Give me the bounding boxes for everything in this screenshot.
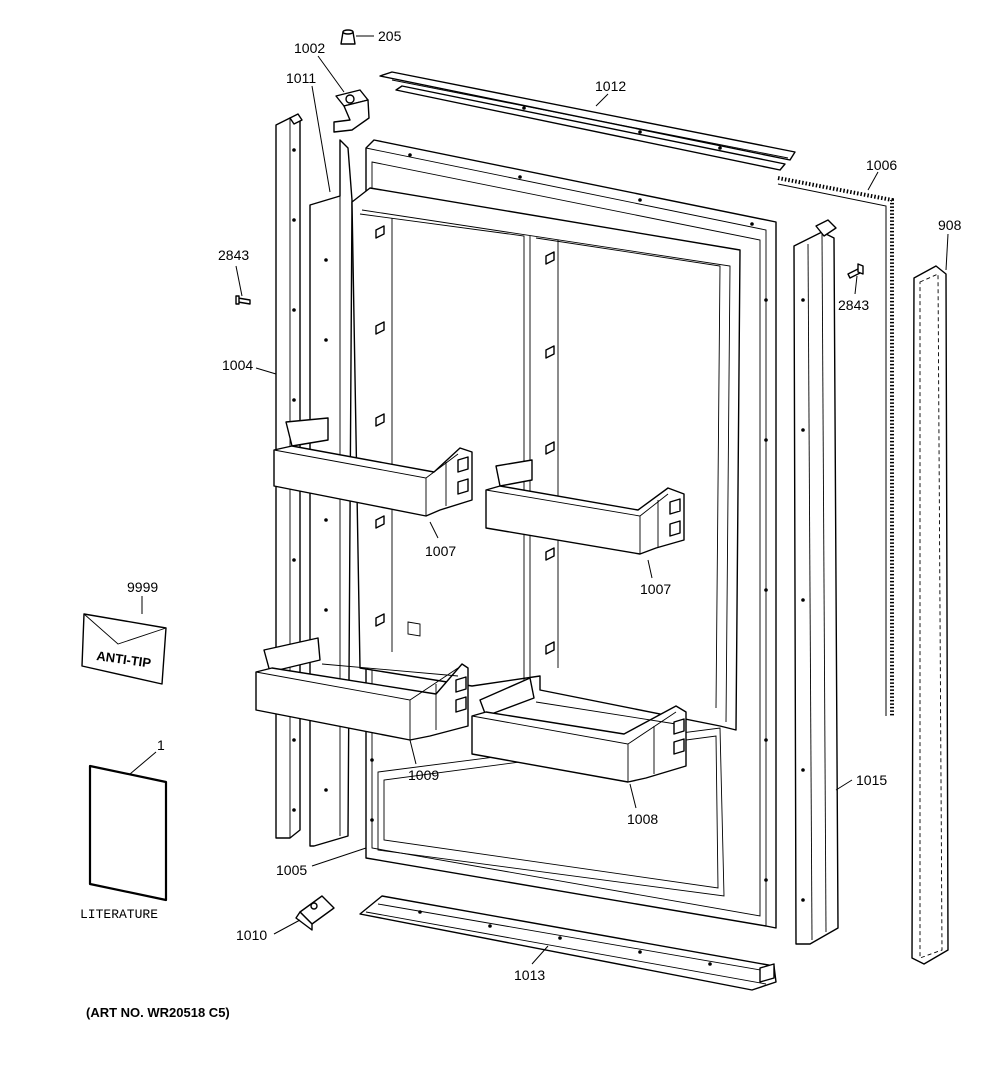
part-1013-bottom-trim <box>359 895 777 991</box>
part-1015-right-trim <box>793 219 839 945</box>
label-1007-left: 1007 <box>425 543 456 559</box>
part-2843-screw-right <box>847 263 864 279</box>
label-1011: 1011 <box>286 70 316 86</box>
label-1009: 1009 <box>408 767 439 783</box>
part-1007-bin-right <box>485 459 685 555</box>
label-1008: 1008 <box>627 811 658 827</box>
label-1010: 1010 <box>236 927 267 943</box>
part-1002-hinge <box>333 89 370 133</box>
literature-label: LITERATURE <box>80 907 158 922</box>
callout-labels: 205 1002 1011 1012 1006 908 2843 2843 10… <box>80 28 962 1020</box>
label-1015: 1015 <box>856 772 887 788</box>
part-2843-screw-left <box>235 295 251 305</box>
part-1008-bin-right <box>471 677 687 783</box>
leader-lines <box>129 35 949 965</box>
part-908-seal <box>911 265 949 965</box>
label-1012: 1012 <box>595 78 626 94</box>
label-1006: 1006 <box>866 157 897 173</box>
label-1005: 1005 <box>276 862 307 878</box>
label-1004: 1004 <box>222 357 253 373</box>
art-number: (ART NO. WR20518 C5) <box>86 1005 230 1020</box>
label-1: 1 <box>157 737 165 753</box>
part-1012-top-trim <box>379 71 796 171</box>
part-205-plug <box>340 29 356 45</box>
part-1007-bin-left <box>273 417 473 517</box>
label-1002: 1002 <box>294 40 325 56</box>
label-2843-left: 2843 <box>218 247 249 263</box>
part-1009-bin-left <box>255 637 469 741</box>
label-1013: 1013 <box>514 967 545 983</box>
label-9999: 9999 <box>127 579 158 595</box>
label-908: 908 <box>938 217 962 233</box>
label-205: 205 <box>378 28 402 44</box>
part-9999-anti-tip-envelope: ANTI-TIP <box>81 613 167 685</box>
part-1006-gasket <box>777 176 894 716</box>
label-1007-right: 1007 <box>640 581 671 597</box>
label-2843-right: 2843 <box>838 297 869 313</box>
part-1-literature <box>88 764 168 902</box>
part-1010-bottom-hinge <box>295 895 335 931</box>
